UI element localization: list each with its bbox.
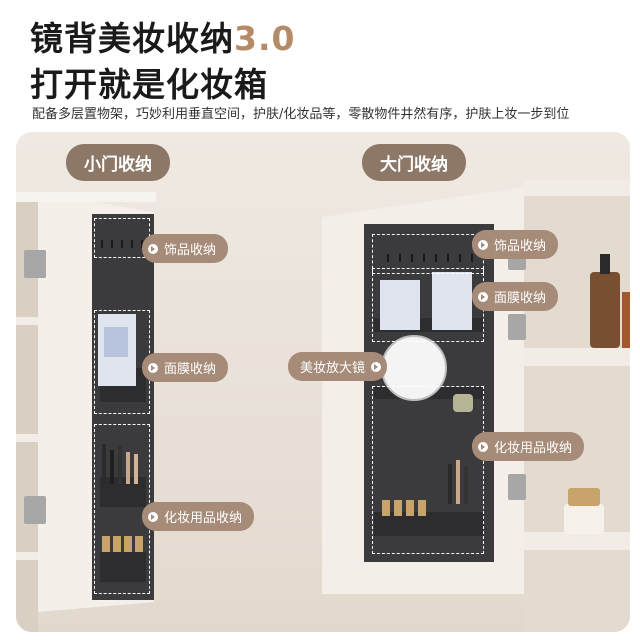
tag-left-mask: 面膜收纳 [142,353,229,382]
headline-main: 镜背美妆收纳 [30,19,234,58]
right-mask-zone [372,268,484,342]
left-cosmetics-zone [94,424,150,594]
product-scene: 小门收纳 大门收纳 饰品收纳 面膜收纳 化妆用品收纳 饰品收纳 面膜收纳 美妆放… [16,132,630,632]
subtitle: 配备多层置物架，巧妙利用垂直空间，护肤/化妆品等，零散物件井然有序，护肤上妆一步… [32,107,570,122]
headline-line2: 打开就是化妆箱 [30,65,268,104]
tag-right-cosmetics: 化妆用品收纳 [472,432,585,461]
right-cosmetics-zone [372,386,484,554]
headline-version: 3.0 [234,19,296,58]
tag-right-mask: 面膜收纳 [472,282,559,311]
headline: 镜背美妆收纳3.0 [30,12,295,60]
tag-left-cosmetics: 化妆用品收纳 [142,502,255,531]
tag-right-mirror: 美妆放大镜 [288,352,388,381]
left-section-label: 小门收纳 [66,144,170,181]
right-section-label: 大门收纳 [362,144,466,181]
tag-left-jewelry: 饰品收纳 [142,234,229,263]
tag-right-jewelry: 饰品收纳 [472,230,559,259]
